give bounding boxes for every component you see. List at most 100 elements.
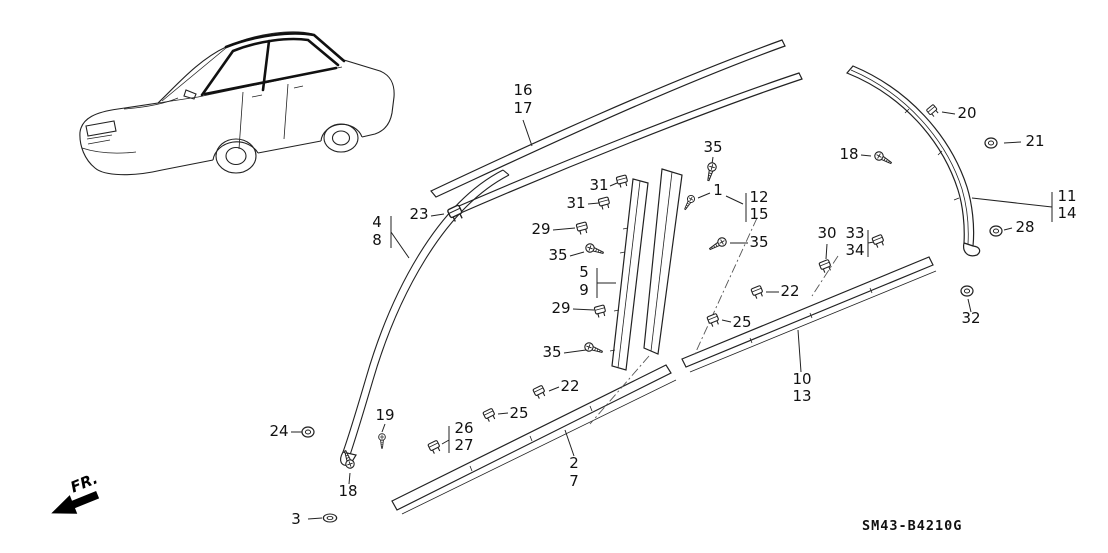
part-label-31: 31 — [566, 194, 585, 212]
garnish-front-crease — [617, 180, 641, 369]
car-rear-wheel-hub — [331, 130, 351, 146]
grommet-21-icon — [984, 137, 998, 149]
car-hood-crease — [123, 97, 179, 110]
construction-line-garnish-to-rear-sill — [693, 217, 758, 357]
car-body-outline — [79, 31, 395, 138]
screw-19-icon — [378, 433, 386, 449]
rear-door-sill-molding-10-13 — [681, 256, 937, 373]
screw-1-icon — [681, 193, 697, 212]
part-label-24: 24 — [269, 422, 288, 440]
clip-25-icon — [482, 407, 498, 424]
part-label-19: 19 — [375, 406, 394, 424]
part-label-33: 33 — [845, 224, 864, 242]
part-label-35: 35 — [542, 343, 561, 361]
part-label-11: 11 — [1057, 187, 1076, 205]
garnish-front-body — [611, 178, 649, 371]
part-label-23: 23 — [409, 205, 428, 223]
quarter-molding-clip-seats — [904, 108, 960, 201]
grommet-24-icon — [301, 426, 315, 438]
car-belt-molding — [203, 66, 338, 96]
car-front-wheel-hub — [225, 146, 247, 166]
part-label-7: 7 — [569, 472, 579, 490]
clip-25-icon — [706, 312, 721, 328]
construction-line-clip-to-rear-sill — [811, 255, 839, 297]
screw-35-icon — [703, 161, 718, 183]
part-label-35: 35 — [703, 138, 722, 156]
car-rear-wheel-arch — [320, 123, 363, 142]
car-window-frame-molding — [200, 37, 340, 97]
part-label-13: 13 — [792, 387, 811, 405]
b-pillar-garnish-rear-1-12-15 — [643, 168, 683, 355]
front-door-sill-molding-2-7 — [391, 364, 677, 515]
car-illustration — [79, 31, 395, 176]
part-label-20: 20 — [957, 104, 976, 122]
screw-35-icon — [583, 341, 605, 357]
rear-sill-shadow-line — [689, 270, 937, 373]
part-label-25: 25 — [732, 313, 751, 331]
car-rocker-line — [257, 140, 322, 154]
clip-20-icon — [925, 103, 940, 119]
clip-30-icon — [818, 258, 833, 274]
part-label-9: 9 — [579, 281, 589, 299]
clip-31-icon — [597, 196, 612, 211]
part-label-15: 15 — [749, 205, 768, 223]
clip-22-icon — [532, 384, 548, 401]
b-pillar-garnish-front-5-9 — [609, 178, 649, 371]
roof-molding-pair-16-17 — [430, 39, 803, 216]
leader-lines-path — [291, 111, 1053, 520]
part-label-1: 1 — [713, 181, 723, 199]
front-sill-clip-seats — [469, 405, 593, 472]
part-label-4: 4 — [372, 213, 382, 231]
part-label-14: 14 — [1057, 204, 1076, 222]
construction-line-garnish-to-front-sill — [589, 355, 650, 425]
part-label-22: 22 — [560, 377, 579, 395]
roof-molding-strip-lower — [451, 72, 803, 216]
part-label-32: 32 — [961, 309, 980, 327]
construction-lines — [589, 217, 839, 425]
car-bumper-line — [81, 147, 137, 154]
garnish-rear-crease — [650, 171, 673, 352]
part-label-8: 8 — [372, 231, 382, 249]
part-label-35: 35 — [548, 246, 567, 264]
part-label-22: 22 — [780, 282, 799, 300]
part-label-29: 29 — [551, 299, 570, 317]
grommet-3-icon — [322, 513, 338, 523]
front-sill-body — [391, 364, 672, 511]
part-label-25: 25 — [509, 404, 528, 422]
part-label-18: 18 — [338, 482, 357, 500]
part-label-17: 17 — [513, 99, 532, 117]
clip-26-27-icon — [427, 439, 443, 456]
part-label-35: 35 — [749, 233, 768, 251]
screw-18-icon — [872, 149, 894, 168]
diagram-code: SM43-B4210G — [862, 518, 962, 534]
clip-29-icon — [593, 304, 608, 319]
quarter-pillar-molding-11-14 — [845, 65, 981, 257]
part-label-18: 18 — [839, 145, 858, 163]
part-label-26: 26 — [454, 419, 473, 437]
part-label-3: 3 — [291, 510, 301, 528]
car-grille-lines — [86, 134, 113, 145]
clip-31-icon — [615, 174, 630, 189]
part-label-2: 2 — [569, 454, 579, 472]
door-window-frame-molding-4-8 — [340, 169, 510, 466]
window-frame-inner-curve — [349, 174, 510, 456]
car-front-wheel — [215, 138, 257, 174]
car-door-handles — [251, 85, 304, 98]
roof-molding-strip-upper — [430, 39, 786, 198]
car-headlight — [85, 120, 117, 137]
car-front-lower-body — [79, 131, 214, 176]
leader-lines — [291, 111, 1053, 520]
part-label-28: 28 — [1015, 218, 1034, 236]
grommet-28-icon — [989, 225, 1003, 237]
window-frame-top-end — [502, 169, 510, 176]
window-frame-outer-curve — [342, 169, 504, 453]
garnish-front-clip-seats — [609, 227, 629, 352]
quarter-molding-crease — [850, 69, 969, 245]
car-door-cut-lines — [238, 83, 289, 150]
part-label-16: 16 — [513, 81, 532, 99]
part-label-27: 27 — [454, 436, 473, 454]
quarter-molding-foot — [963, 242, 981, 257]
